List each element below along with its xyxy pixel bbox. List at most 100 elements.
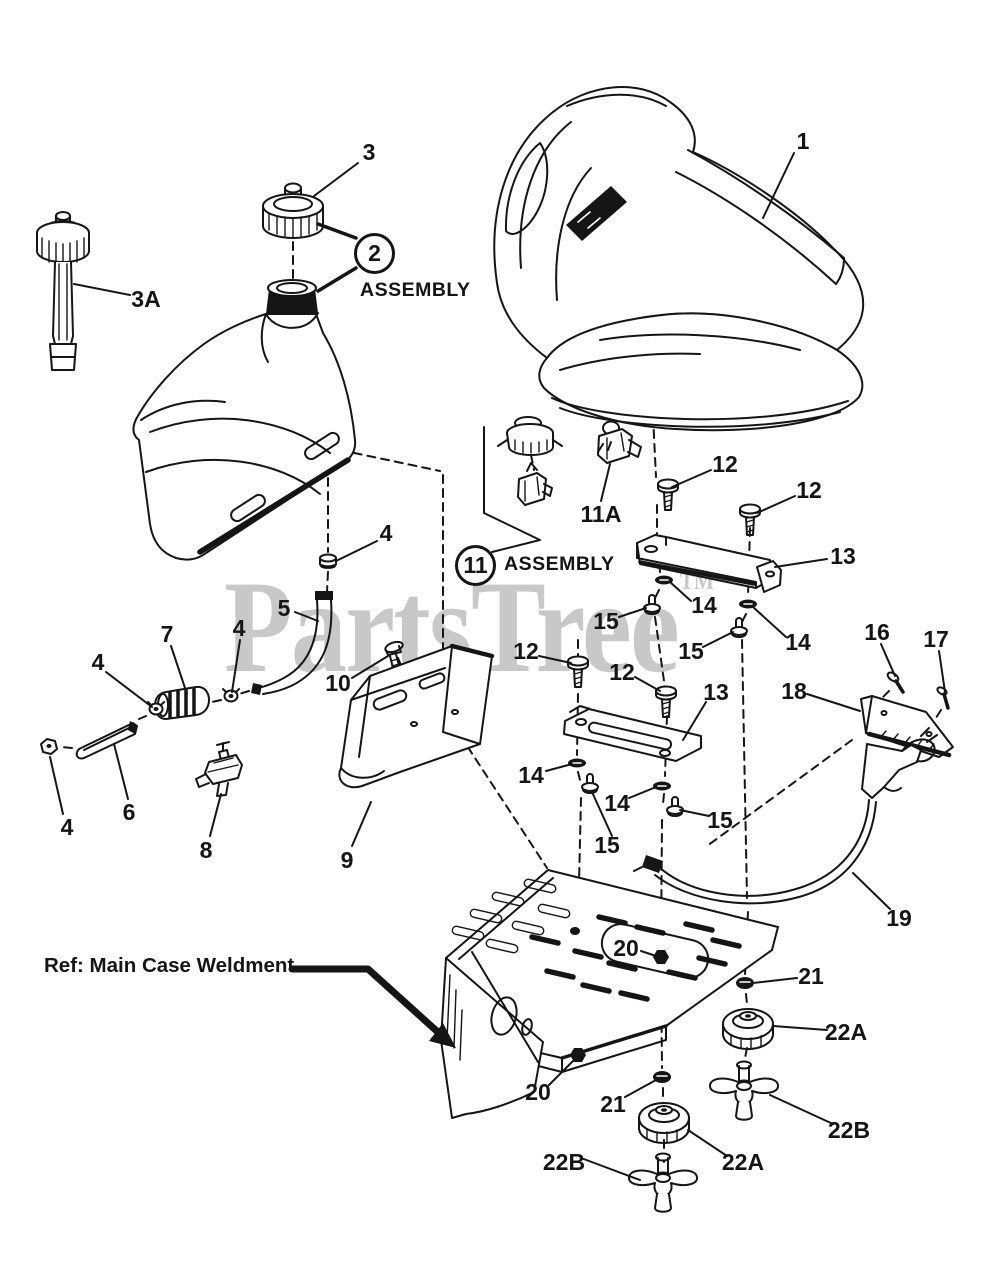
assembly-11-number: 11	[463, 552, 488, 578]
leader-line	[628, 786, 657, 799]
assembly-11-label: ASSEMBLY	[504, 553, 615, 575]
part-callout-9[interactable]: 9	[341, 847, 354, 873]
assembly-2-label: ASSEMBLY	[360, 279, 471, 301]
part-callout-12[interactable]: 12	[796, 477, 822, 503]
leader-line	[538, 655, 572, 664]
seat-drawing	[493, 86, 865, 432]
leader-line	[772, 1025, 828, 1031]
leader-line	[231, 639, 241, 693]
part-callout-11A[interactable]: 11A	[581, 501, 622, 527]
wing-knob-22b-drawings	[628, 1060, 779, 1213]
part-callout-15[interactable]: 15	[678, 638, 704, 664]
part-callout-15[interactable]: 15	[593, 608, 619, 634]
assembly-11-callout[interactable]: 11	[455, 545, 496, 586]
part-callout-3A[interactable]: 3A	[131, 286, 160, 312]
part-callout-14[interactable]: 14	[518, 762, 544, 788]
part-callout-5[interactable]: 5	[278, 595, 291, 621]
leader-line	[682, 701, 707, 741]
part-callout-14[interactable]: 14	[691, 592, 717, 618]
leader-line	[580, 1157, 641, 1181]
part-callout-12[interactable]: 12	[513, 638, 539, 664]
part-callout-19[interactable]: 19	[886, 905, 912, 931]
seat-latch-lever-drawing	[861, 727, 938, 799]
part-callout-7[interactable]: 7	[161, 621, 174, 647]
leader-line	[600, 463, 611, 502]
part-callout-14[interactable]: 14	[785, 629, 811, 655]
part-callout-16[interactable]: 16	[864, 619, 890, 645]
leader-line	[618, 607, 647, 618]
leader-line	[702, 631, 734, 648]
shutoff-valve-drawing	[195, 741, 243, 797]
part-callout-6[interactable]: 6	[123, 799, 136, 825]
part-callout-4[interactable]: 4	[92, 649, 105, 675]
leader-line	[671, 469, 712, 488]
part-callout-14[interactable]: 14	[604, 790, 630, 816]
part-callout-4[interactable]: 4	[380, 520, 393, 546]
fuel-line-drawing	[40, 553, 404, 797]
part-callout-4[interactable]: 4	[61, 814, 74, 840]
assembly-2-callout[interactable]: 2	[354, 233, 395, 274]
part-callout-18[interactable]: 18	[781, 678, 807, 704]
leader-line	[687, 1129, 728, 1157]
leader-line	[762, 152, 795, 219]
part-callout-13[interactable]: 13	[703, 679, 729, 705]
leader-line	[752, 606, 787, 638]
nut-21-drawings	[653, 977, 754, 1083]
bolt-20-drawings	[570, 950, 669, 1062]
leader-line	[752, 977, 798, 984]
part-callout-12[interactable]: 12	[609, 659, 635, 685]
leader-line	[545, 763, 573, 772]
part-callout-8[interactable]: 8	[200, 837, 213, 863]
assembly-2-leaders	[316, 222, 358, 293]
assembly-2-number: 2	[368, 240, 381, 266]
leader-line	[49, 756, 64, 815]
part-callout-21[interactable]: 21	[798, 963, 824, 989]
leader-line	[548, 1059, 575, 1086]
part-callout-22B[interactable]: 22B	[543, 1149, 585, 1175]
leader-line	[170, 645, 188, 695]
part-callout-4[interactable]: 4	[233, 615, 246, 641]
leader-line	[351, 801, 372, 847]
part-callout-3[interactable]: 3	[363, 139, 376, 165]
ref-arrow	[288, 965, 456, 1048]
leader-line	[113, 743, 129, 800]
leader-line	[640, 950, 657, 957]
leader-line	[73, 283, 131, 296]
ref-main-case-weldment-note: Ref: Main Case Weldment	[44, 954, 295, 977]
part-callout-21[interactable]: 21	[600, 1091, 626, 1117]
leader-lines	[49, 152, 946, 1181]
part-callout-12[interactable]: 12	[712, 451, 738, 477]
leader-line	[938, 650, 946, 693]
part-callout-22B[interactable]: 22B	[828, 1117, 870, 1143]
part-callout-20[interactable]: 20	[525, 1079, 551, 1105]
leader-line	[624, 1079, 657, 1098]
leader-line	[634, 676, 661, 692]
leader-line	[209, 793, 222, 837]
leader-line	[294, 611, 319, 622]
dipstick-drawing	[36, 211, 90, 371]
weldment-side-wall	[440, 951, 544, 1119]
leader-line	[769, 1094, 834, 1125]
washer-14-drawings	[568, 575, 757, 791]
part-callout-13[interactable]: 13	[830, 543, 856, 569]
fuel-gauge-assembly-drawing	[483, 416, 563, 553]
leader-line	[880, 643, 896, 677]
part-callout-15[interactable]: 15	[707, 807, 733, 833]
part-callout-17[interactable]: 17	[923, 626, 949, 652]
part-callout-22A[interactable]: 22A	[825, 1019, 867, 1045]
part-callout-15[interactable]: 15	[594, 832, 620, 858]
leader-line	[669, 581, 692, 602]
knob-22a-drawings	[638, 1008, 774, 1144]
seat-plate-drawing	[563, 705, 702, 762]
part-callout-10[interactable]: 10	[325, 670, 351, 696]
fuel-cap-drawing	[262, 182, 324, 239]
cable-19-drawing	[633, 799, 877, 905]
leader-line	[105, 671, 153, 708]
leader-line	[313, 162, 359, 197]
part-callout-20[interactable]: 20	[613, 935, 639, 961]
part-callout-1[interactable]: 1	[797, 128, 810, 154]
part-callout-22A[interactable]: 22A	[722, 1149, 764, 1175]
leader-line	[806, 693, 861, 712]
